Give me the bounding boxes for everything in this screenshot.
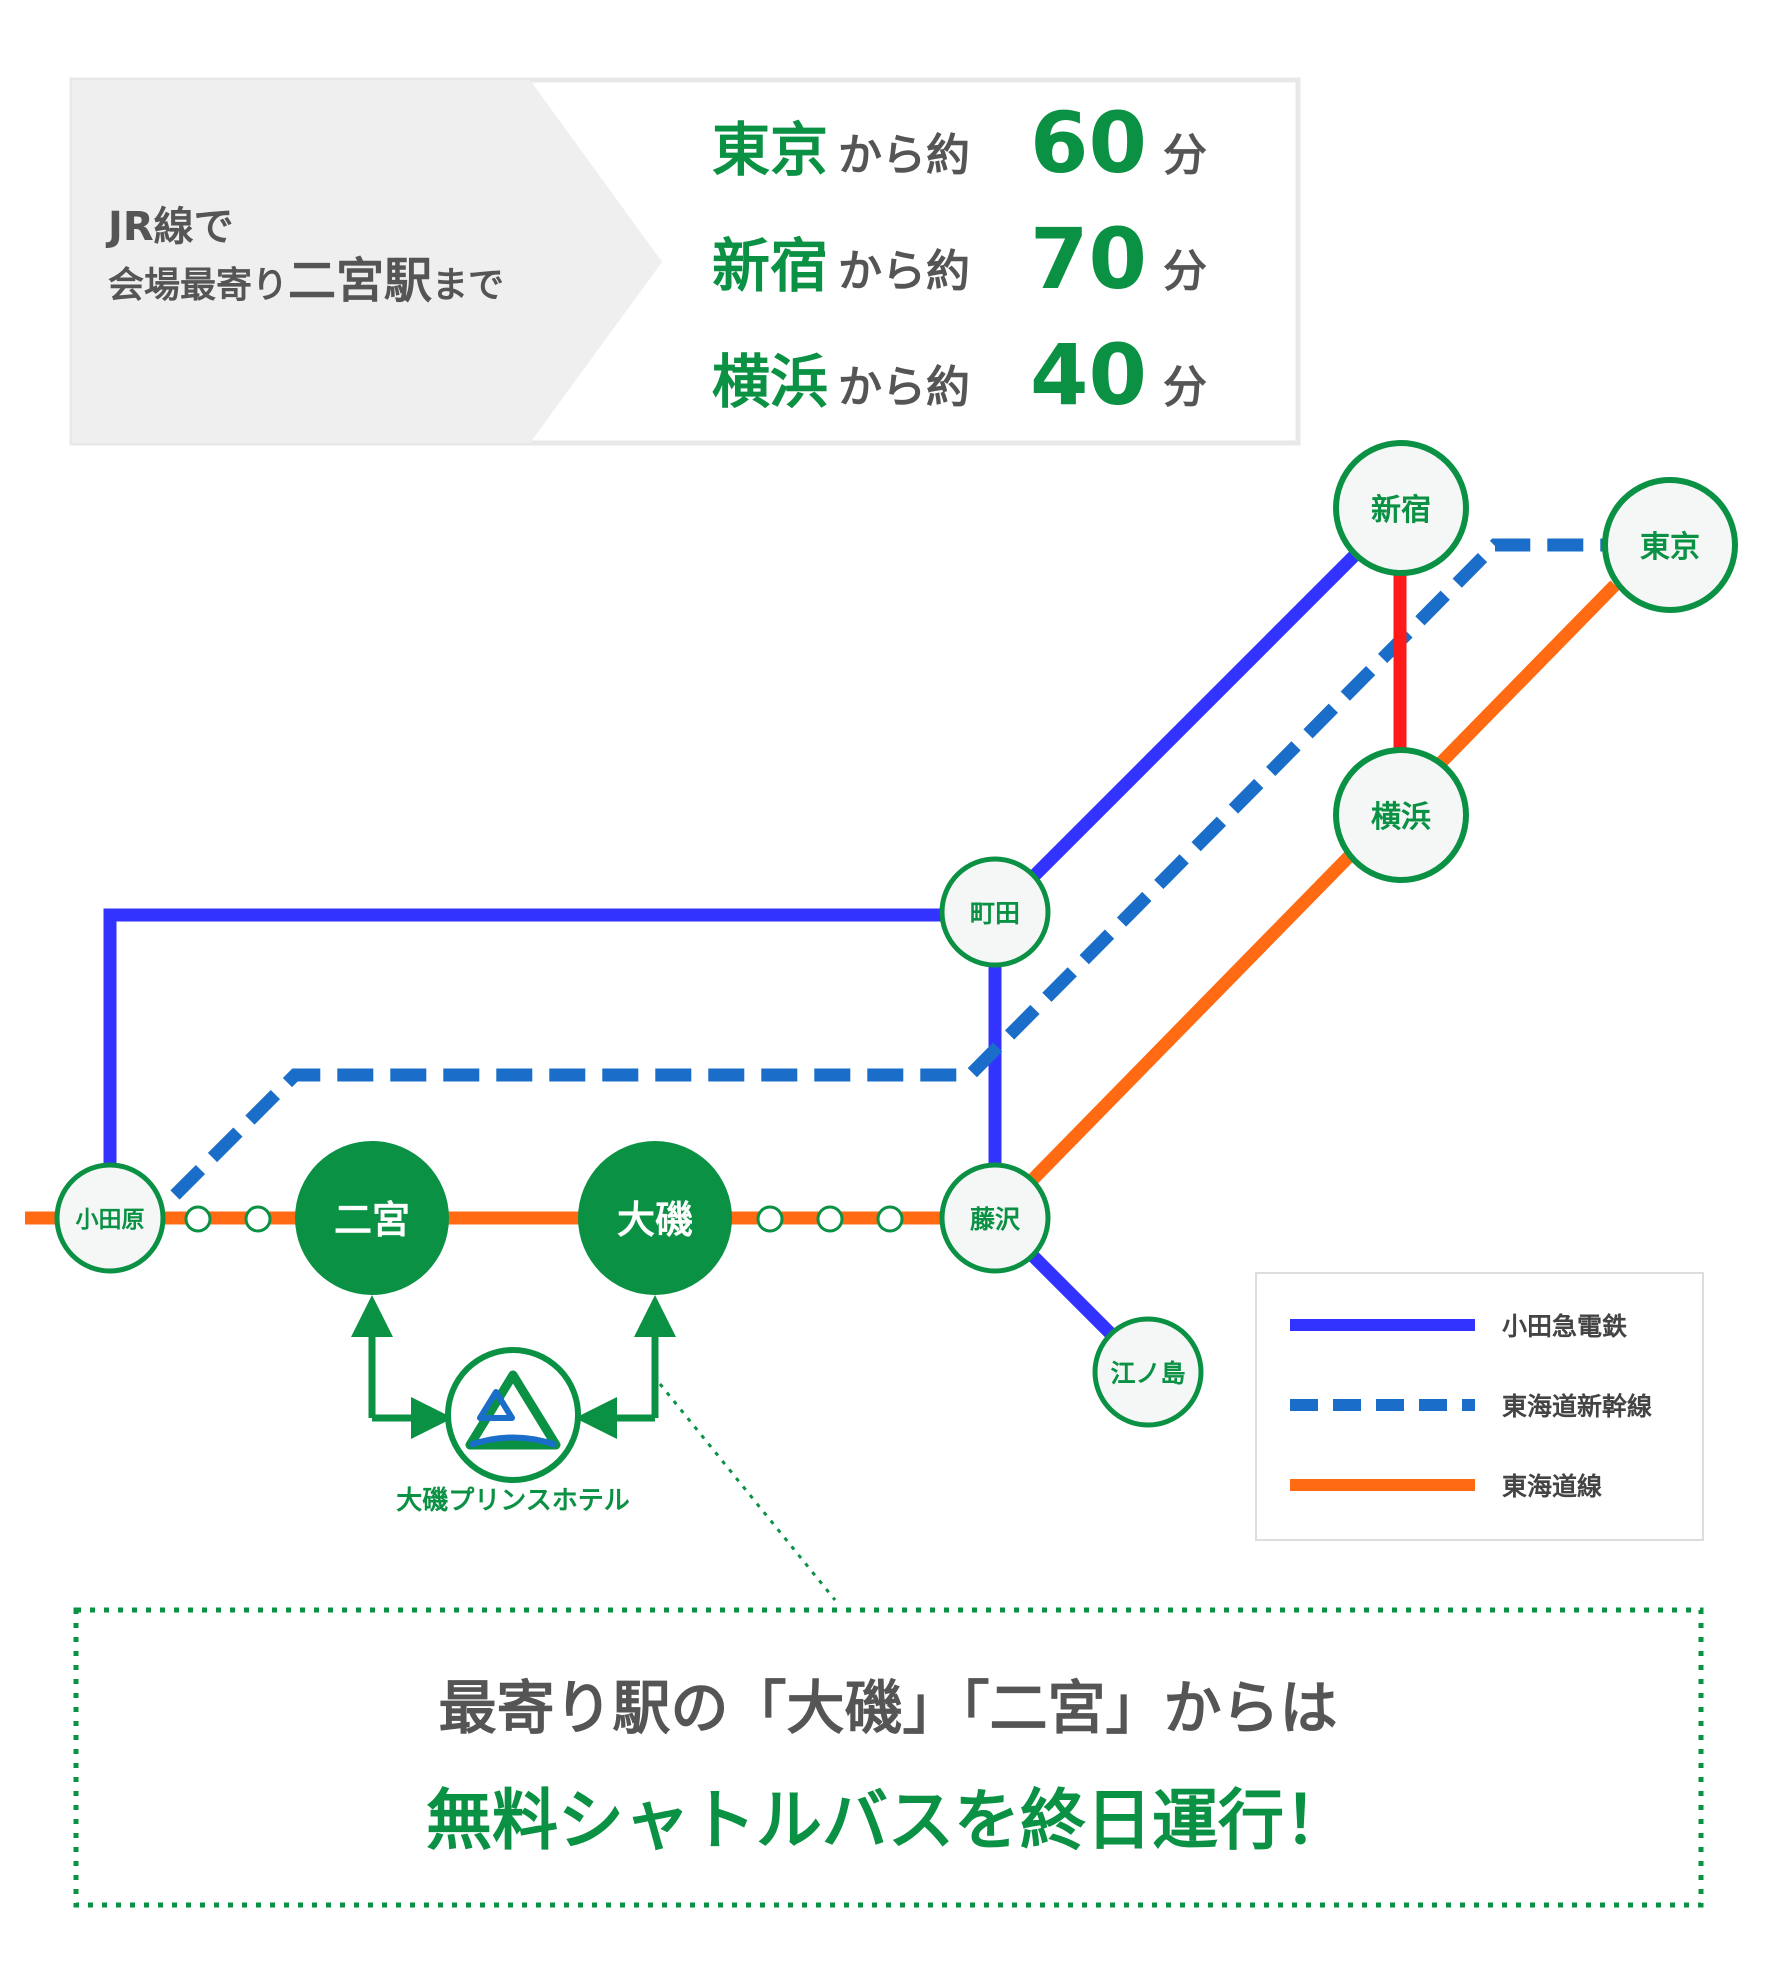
minor-station-dot [756, 1205, 784, 1233]
time-row-shinjuku: 新宿 から約 70 分 [712, 210, 1207, 308]
station-yokohama: 横浜 [1333, 747, 1469, 883]
station-label: 二宮 [334, 1198, 410, 1242]
station-label: 藤沢 [970, 1205, 1021, 1234]
minutes-value: 70 [1030, 210, 1147, 308]
origin-station: 横浜 [712, 348, 828, 416]
legend-box [1255, 1272, 1704, 1541]
station-shinjuku: 新宿 [1333, 440, 1469, 576]
station-label: 横浜 [1371, 800, 1431, 835]
minutes-unit: 分 [1163, 246, 1207, 297]
hotel-marker: 大磯プリンスホテル [396, 1347, 630, 1516]
minor-station-dot [184, 1205, 212, 1233]
notice-border [73, 1607, 1704, 1908]
station-label: 大磯 [617, 1198, 693, 1242]
minor-station-dot [816, 1205, 844, 1233]
notice-line-1: 最寄り駅の「大磯」「二宮」からは [438, 1674, 1337, 1742]
minutes-unit: 分 [1163, 362, 1207, 413]
station-machida: 町田 [939, 856, 1051, 968]
origin-station: 新宿 [712, 232, 828, 300]
destination-label: 会場最寄り二宮駅まで [108, 253, 504, 309]
shuttle-notice: 最寄り駅の「大磯」「二宮」からは 無料シャトルバスを終日運行！ [73, 1607, 1704, 1908]
station-tokyo: 東京 [1602, 477, 1738, 613]
from-approx-label: から約 [838, 130, 970, 181]
odakyu-line [103, 505, 1405, 1218]
minutes-unit: 分 [1163, 130, 1207, 181]
legend-item-tokaido: 東海道線 [1290, 1472, 1602, 1501]
stations: 新宿 東京 横浜 町田 小田原 二宮 大磯 藤沢 [54, 440, 1738, 1428]
legend-label: 小田急電鉄 [1502, 1312, 1627, 1341]
minor-station-dot [876, 1205, 904, 1233]
station-odawara: 小田原 [54, 1162, 166, 1274]
from-approx-label: から約 [838, 362, 970, 413]
access-time-panel: JR線で 会場最寄り二宮駅まで 東京 から約 60 分 新宿 から約 70 分 … [69, 77, 1301, 446]
station-label: 新宿 [1371, 493, 1431, 528]
station-fujisawa: 藤沢 [939, 1162, 1051, 1274]
tokaido-line [25, 580, 1620, 1225]
legend-label: 東海道線 [1502, 1472, 1602, 1501]
notice-line-2: 無料シャトルバスを終日運行！ [426, 1782, 1350, 1859]
minor-station-dot [244, 1205, 272, 1233]
minutes-value: 40 [1030, 326, 1147, 424]
intermediate-stations [184, 1205, 904, 1233]
from-approx-label: から約 [838, 246, 970, 297]
station-oiso: 大磯 [578, 1141, 732, 1295]
station-ninomiya: 二宮 [295, 1141, 449, 1295]
time-row-tokyo: 東京 から約 60 分 [712, 94, 1207, 192]
time-row-yokohama: 横浜 から約 40 分 [712, 326, 1207, 424]
station-enoshima: 江ノ島 [1092, 1316, 1204, 1428]
jr-line-label: JR線で [105, 204, 234, 250]
callout-connector [658, 1383, 837, 1601]
origin-station: 東京 [712, 116, 828, 184]
shuttle-arrows [351, 1295, 676, 1439]
shinkansen-line [170, 538, 1620, 1200]
legend-item-odakyu: 小田急電鉄 [1290, 1312, 1627, 1341]
legend-item-shinkansen: 東海道新幹線 [1290, 1392, 1652, 1421]
station-label: 江ノ島 [1110, 1359, 1185, 1388]
hotel-name: 大磯プリンスホテル [396, 1485, 629, 1516]
legend-label: 東海道新幹線 [1502, 1392, 1652, 1421]
station-label: 東京 [1640, 530, 1700, 565]
hotel-logo-icon [465, 1370, 561, 1450]
minutes-value: 60 [1030, 94, 1147, 192]
station-label: 小田原 [76, 1207, 145, 1233]
station-label: 町田 [970, 899, 1020, 928]
panel-gray-chevron [72, 80, 662, 443]
legend: 小田急電鉄 東海道新幹線 東海道線 [1255, 1272, 1704, 1541]
